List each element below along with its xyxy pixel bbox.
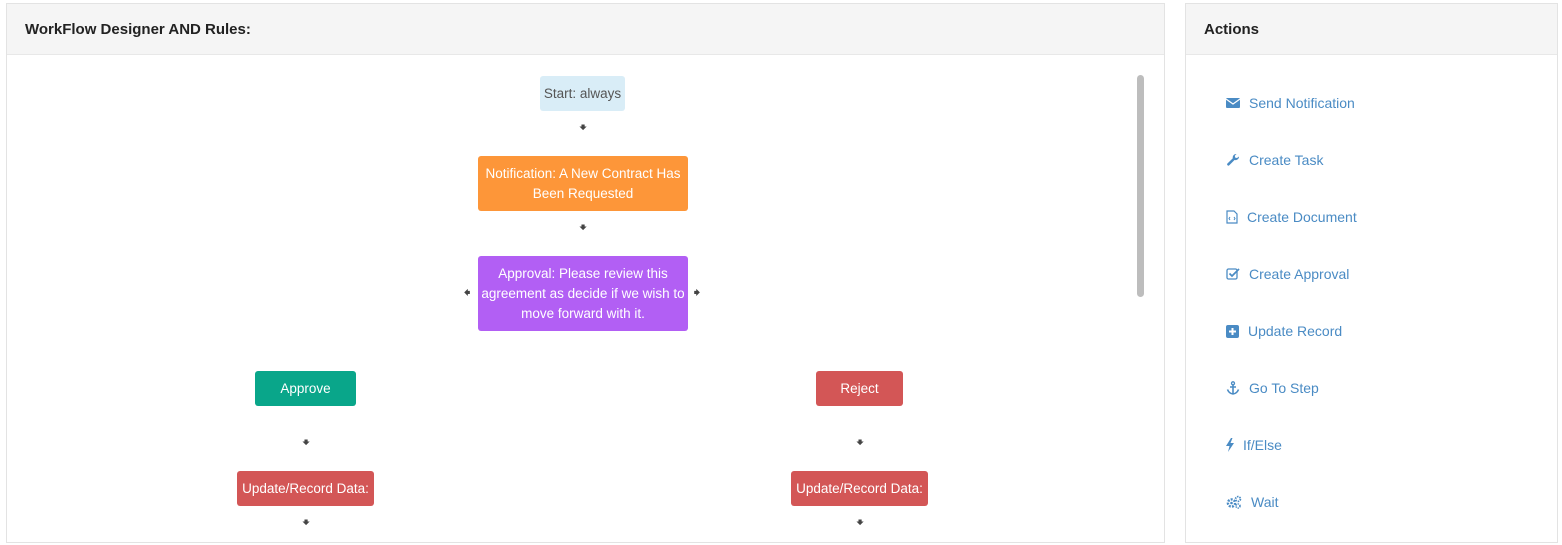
envelope-icon <box>1226 97 1240 109</box>
workflow-designer-panel: WorkFlow Designer AND Rules: Start: alwa… <box>6 3 1165 543</box>
create-task-action[interactable]: Create Task <box>1226 152 1323 168</box>
notification-node[interactable]: Notification: A New Contract Has Been Re… <box>478 156 688 211</box>
wrench-icon <box>1226 153 1240 167</box>
create-approval-action[interactable]: Create Approval <box>1226 266 1349 282</box>
update-record-action[interactable]: Update Record <box>1226 323 1342 339</box>
send-notification-action[interactable]: Send Notification <box>1226 95 1355 111</box>
approve-node-label: Approve <box>280 380 331 396</box>
workflow-canvas: Start: always 🠻 Notification: A New Cont… <box>7 55 1164 545</box>
approval-node-label: Approval: Please review this agreement a… <box>481 265 685 321</box>
checkbox-icon <box>1226 267 1240 281</box>
if-else-label: If/Else <box>1243 437 1282 453</box>
create-task-label: Create Task <box>1249 152 1324 168</box>
update-record-label: Update Record <box>1248 323 1343 339</box>
designer-title: WorkFlow Designer AND Rules: <box>7 4 1164 55</box>
go-to-step-label: Go To Step <box>1249 380 1319 396</box>
plus-square-icon <box>1226 324 1239 338</box>
wait-label: Wait <box>1251 494 1279 510</box>
notification-node-label: Notification: A New Contract Has Been Re… <box>485 165 681 201</box>
create-document-label: Create Document <box>1247 209 1357 225</box>
create-document-action[interactable]: Create Document <box>1226 209 1357 225</box>
wait-action[interactable]: Wait <box>1226 494 1278 510</box>
anchor-icon <box>1226 381 1240 395</box>
actions-title: Actions <box>1186 4 1557 55</box>
actions-panel: Actions Send Notification Create Task Cr… <box>1185 3 1558 543</box>
update-record-node-left[interactable]: Update/Record Data: <box>237 471 374 506</box>
update-record-left-label: Update/Record Data: <box>242 480 369 496</box>
arrow-down-icon: 🠻 <box>578 219 588 235</box>
arrow-right-icon: 🠺 <box>693 284 701 300</box>
reject-node-label: Reject <box>840 380 879 396</box>
approve-node[interactable]: Approve <box>255 371 356 406</box>
update-record-node-right[interactable]: Update/Record Data: <box>791 471 928 506</box>
arrow-left-icon: 🠸 <box>463 284 471 300</box>
update-record-right-label: Update/Record Data: <box>796 480 923 496</box>
arrow-down-icon: 🠻 <box>855 434 865 450</box>
start-node[interactable]: Start: always <box>540 76 625 111</box>
reject-node[interactable]: Reject <box>816 371 903 406</box>
canvas-scrollbar[interactable] <box>1137 75 1144 297</box>
go-to-step-action[interactable]: Go To Step <box>1226 380 1319 396</box>
approval-node[interactable]: Approval: Please review this agreement a… <box>478 256 688 331</box>
start-node-label: Start: always <box>543 85 622 101</box>
send-notification-label: Send Notification <box>1249 95 1355 111</box>
arrow-down-icon: 🠻 <box>855 514 865 530</box>
lightning-icon <box>1226 438 1234 452</box>
arrow-down-icon: 🠻 <box>301 434 311 450</box>
create-approval-label: Create Approval <box>1249 266 1350 282</box>
document-icon <box>1226 210 1238 224</box>
arrow-down-icon: 🠻 <box>301 514 311 530</box>
if-else-action[interactable]: If/Else <box>1226 437 1282 453</box>
gears-icon <box>1226 495 1242 509</box>
arrow-down-icon: 🠻 <box>578 119 588 135</box>
